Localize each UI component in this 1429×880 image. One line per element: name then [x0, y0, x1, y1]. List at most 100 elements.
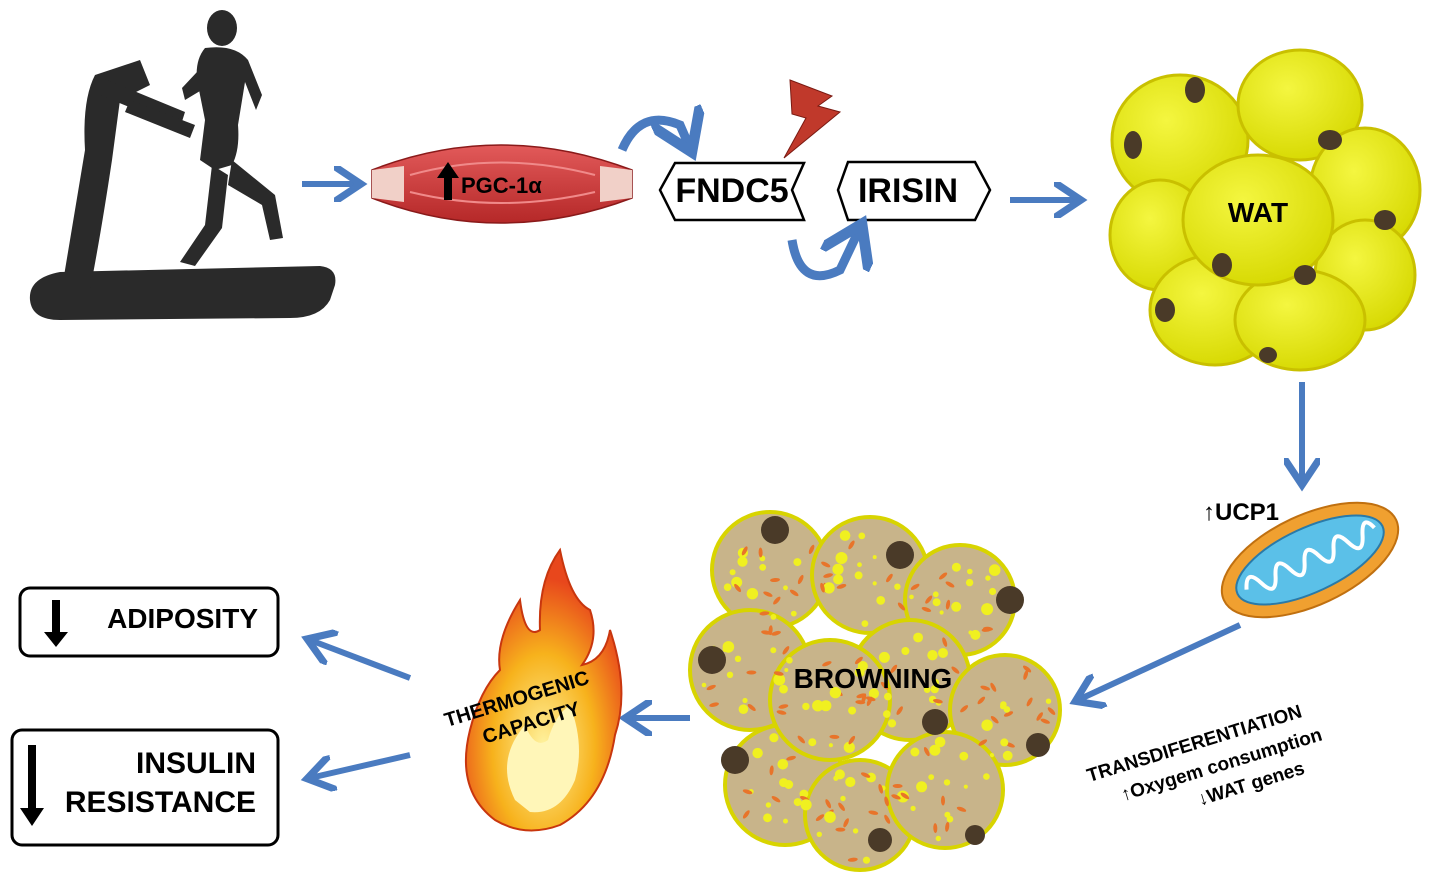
- lipid-droplet: [783, 818, 788, 824]
- lipid-droplet: [1000, 738, 1009, 747]
- fndc5-node: FNDC5: [658, 161, 806, 222]
- mitochondria-dot: [773, 596, 781, 605]
- lipid-droplet: [858, 532, 866, 540]
- wat-cluster: WAT: [1108, 48, 1422, 372]
- mitochondria-dot: [773, 671, 784, 676]
- arrow-thermogenic-to-adiposity: [310, 640, 412, 681]
- lipid-droplet: [808, 738, 817, 747]
- lightning-icon: [783, 79, 842, 159]
- lipid-droplet: [770, 647, 777, 654]
- lipid-droplet: [883, 710, 891, 718]
- arrow-thermogenic-to-insulin: [310, 752, 411, 778]
- lipid-droplet: [989, 587, 997, 596]
- mitochondria-dot: [861, 693, 867, 704]
- lipid-droplet: [861, 620, 869, 627]
- muscle-icon: [371, 144, 633, 224]
- lipid-droplet: [876, 596, 886, 605]
- mitochondria-dot: [896, 706, 903, 715]
- lipid-droplet: [832, 563, 844, 575]
- mitochondria-dot: [990, 715, 999, 724]
- lipid-droplet: [981, 719, 993, 731]
- mitochondria-dot: [734, 583, 742, 593]
- mitochondria-dot: [939, 572, 948, 580]
- lipid-droplet: [932, 678, 939, 686]
- lipid-droplet: [930, 685, 939, 694]
- mitochondria-dot: [891, 794, 901, 800]
- mitochondria-dot: [868, 810, 879, 815]
- mitochondria-dot: [771, 796, 781, 803]
- lipid-droplet: [1045, 698, 1052, 704]
- pgc-label: PGC-1α: [461, 173, 542, 198]
- mitochondria-dot: [900, 792, 910, 800]
- mitochondria-dot: [829, 734, 840, 739]
- irisin-label: IRISIN: [858, 172, 958, 210]
- lipid-droplet: [943, 779, 951, 786]
- wat-label: WAT: [1228, 197, 1288, 228]
- lipid-droplet: [738, 704, 749, 714]
- mitochondria-dot: [990, 682, 997, 692]
- lipid-droplet: [820, 700, 832, 712]
- lipid-droplet: [834, 769, 845, 780]
- lipid-droplet: [790, 610, 797, 617]
- mitochondria-dot: [758, 547, 763, 558]
- lipid-droplet: [1000, 701, 1007, 708]
- up-arrow-icon: ↑: [1203, 499, 1215, 526]
- mitochondria-dot: [860, 772, 871, 778]
- mitochondria-dot: [892, 783, 903, 789]
- lipid-droplet: [779, 778, 789, 788]
- mitochondria-dot: [769, 765, 774, 776]
- lipid-droplet: [946, 815, 954, 823]
- lipid-droplet: [909, 594, 914, 600]
- lipid-droplet: [913, 632, 923, 643]
- mitochondria-dot: [866, 696, 873, 706]
- ucp1-label: ↑UCP1: [1203, 499, 1279, 526]
- browning-label: BROWNING: [794, 663, 953, 694]
- lipid-droplet: [770, 614, 777, 620]
- arrow-curve-fndc5-to-irisin: [787, 228, 860, 281]
- mitochondria-dot: [1047, 707, 1056, 715]
- mitochondria-dot: [890, 664, 898, 674]
- lipid-droplet: [828, 743, 834, 748]
- mitochondria-dot: [836, 583, 847, 589]
- lipid-droplet: [932, 598, 941, 607]
- mitochondria-dot: [763, 591, 773, 597]
- lipid-droplet: [951, 601, 962, 612]
- lipid-droplet: [872, 555, 877, 560]
- mitochondria-dot: [820, 582, 825, 593]
- lipid-droplet: [816, 831, 822, 837]
- lipid-droplet: [742, 697, 748, 704]
- lipid-droplet: [852, 828, 859, 834]
- lipid-droplet: [932, 591, 939, 598]
- mitochondria-dot: [821, 561, 831, 568]
- mitochondria-dot: [945, 581, 955, 588]
- mitochondria-dot: [825, 799, 832, 809]
- mitochondria-dot: [1026, 697, 1033, 707]
- lipid-droplet: [862, 856, 871, 864]
- lipid-droplet: [752, 747, 763, 759]
- lipid-droplet: [1003, 706, 1011, 713]
- mitochondria-dot: [759, 611, 770, 616]
- mitochondria-dot: [778, 704, 789, 709]
- mitochondria-dot: [747, 703, 756, 712]
- mitochondria-dot: [923, 747, 930, 757]
- mitochondria-dot: [1036, 712, 1044, 721]
- mitochondria-dot: [848, 735, 856, 745]
- mitochondria-dot: [884, 814, 891, 824]
- lipid-droplet: [843, 741, 855, 753]
- lipid-droplet: [763, 813, 772, 823]
- lipid-droplet: [939, 610, 944, 615]
- lipid-droplet: [901, 647, 910, 655]
- lipid-droplet: [929, 744, 941, 756]
- lipid-droplet: [793, 798, 802, 807]
- lipid-droplet: [951, 562, 961, 572]
- mitochondria-dot: [1022, 665, 1032, 673]
- mitochondria-dot: [771, 630, 781, 636]
- adiposity-box: ADIPOSITY: [18, 586, 280, 658]
- lipid-droplet: [726, 671, 734, 678]
- mitochondria-dot: [980, 685, 991, 691]
- mitochondria-dot: [782, 646, 790, 655]
- lipid-droplet: [812, 700, 824, 712]
- lipid-droplet: [967, 568, 973, 575]
- lipid-droplet: [872, 581, 877, 586]
